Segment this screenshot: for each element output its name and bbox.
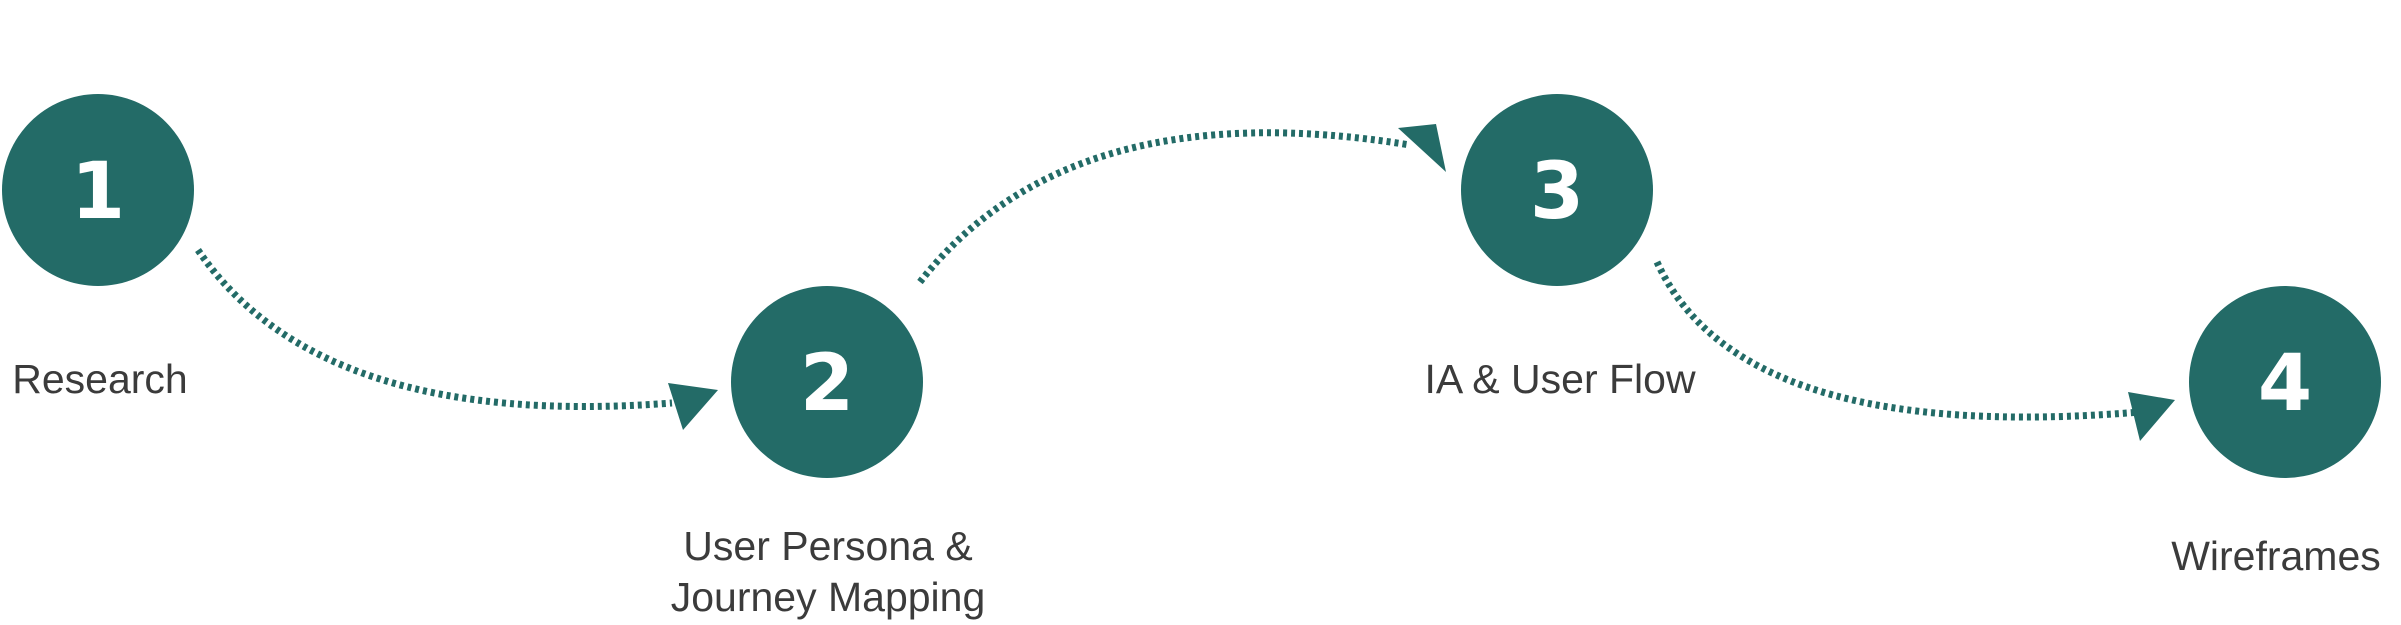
step-2-label-line-1: User Persona & [683, 523, 972, 569]
connector-1-to-2-dotted-line [195, 248, 673, 411]
step-1-circle [2, 94, 194, 286]
step-2-number: 2 [800, 339, 854, 429]
connector-1-to-2-arrowhead [668, 383, 718, 430]
step-2: 2 User Persona & Journey Mapping [671, 286, 986, 620]
step-4-number: 4 [2258, 339, 2312, 429]
step-4: 4 Wireframes [2171, 286, 2381, 579]
connector-2-to-3-arrowhead [1398, 124, 1446, 172]
step-2-label-line-2: Journey Mapping [671, 574, 986, 620]
step-4-label: Wireframes [2171, 533, 2381, 579]
step-3-number: 3 [1530, 147, 1584, 237]
connector-1-to-2 [195, 248, 718, 430]
connector-2-to-3 [917, 124, 1446, 285]
connector-3-to-4-arrowhead [2128, 392, 2175, 441]
step-3: 3 IA & User Flow [1424, 94, 1696, 402]
connector-2-to-3-dotted-line [917, 129, 1411, 285]
step-3-circle [1461, 94, 1653, 286]
connector-3-to-4-dotted-line [1653, 260, 2141, 421]
step-1-label: Research [12, 356, 187, 402]
step-1: 1 Research [2, 94, 194, 402]
step-1-number: 1 [71, 147, 125, 237]
connector-3-to-4 [1653, 260, 2175, 441]
step-3-label: IA & User Flow [1424, 356, 1696, 402]
step-4-circle [2189, 286, 2381, 478]
step-2-circle [731, 286, 923, 478]
